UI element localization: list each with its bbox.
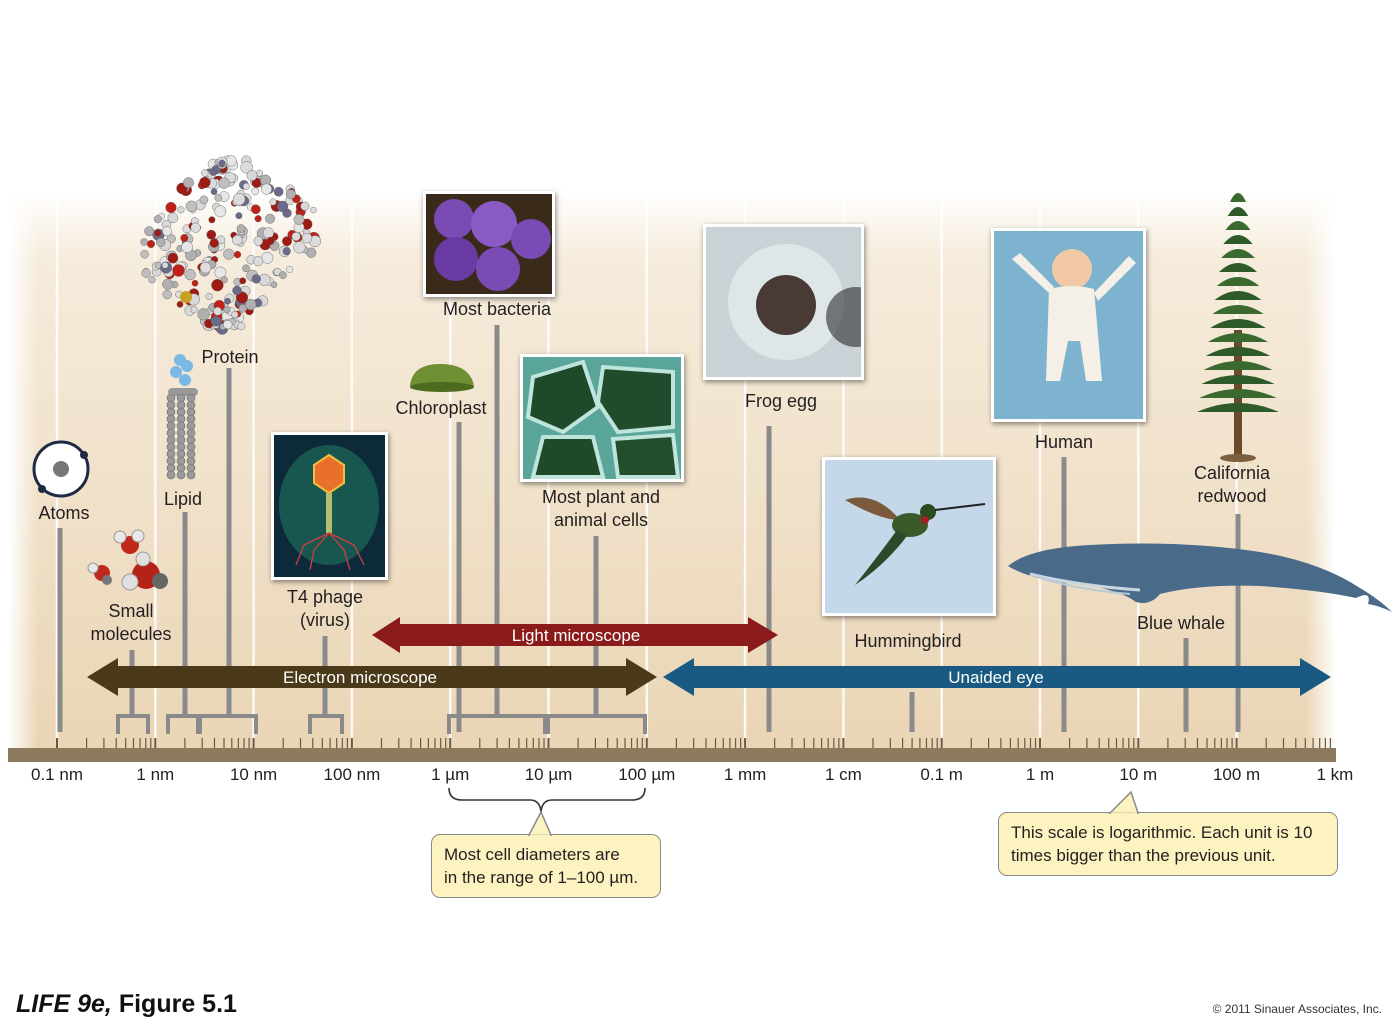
atoms-stem [57, 528, 63, 732]
human-label: Human [1035, 431, 1093, 454]
cell-range-callout: Most cell diameters are in the range of … [431, 834, 661, 898]
tick-label: 100 nm [323, 765, 381, 784]
size-bracket [308, 714, 344, 734]
redwood-label-line: redwood [1197, 486, 1267, 506]
plant-animal-cells-label: Most plant and animal cells [542, 486, 660, 532]
bacteria-photo [423, 191, 555, 297]
human-baby-photo [991, 228, 1146, 422]
frog-egg-photo [703, 224, 864, 380]
tick-label: 1 µm [431, 765, 470, 784]
hummingbird-stem [909, 692, 915, 732]
blue-whale-icon [1008, 543, 1392, 612]
light-microscope-arrow: Light microscope [372, 617, 778, 653]
t4-phage-label-line: (virus) [300, 610, 350, 630]
plant-animal-cells-label-line: animal cells [553, 510, 649, 530]
figure-number: Figure 5.1 [118, 990, 237, 1018]
light-arrow-shape [372, 617, 778, 653]
cell-range-line-1: Most cell diameters are [444, 845, 620, 864]
size-bracket [198, 714, 258, 734]
tick-label: 10 µm [524, 765, 573, 784]
frog-egg-label: Frog egg [745, 390, 817, 413]
scale-ruler [8, 748, 1336, 762]
human-stem [1061, 457, 1067, 732]
electron-arrow-shape [87, 658, 657, 696]
tick-label: 1 cm [824, 765, 862, 784]
lipid-label-line: Lipid [163, 489, 203, 509]
redwood-label: California redwood [1194, 462, 1270, 508]
protein-label-line: Protein [201, 347, 259, 367]
figure-credit: LIFE 9e, Figure 5.1 [16, 990, 237, 1019]
tick-label: 100 µm [618, 765, 676, 784]
electron-arrow-label: Electron microscope [283, 668, 437, 687]
tick-label: 0.1 nm [31, 765, 83, 784]
ruler-minor-ticks [56, 738, 1332, 748]
chloroplast-label: Chloroplast [395, 397, 486, 420]
tick-label: 0.1 m [920, 765, 963, 784]
log-note-line-1: This scale is logarithmic. Each unit is … [1011, 823, 1313, 842]
chloroplast-stem [456, 422, 462, 732]
redwood-label-line: California [1193, 463, 1271, 483]
small-molecules-label: Small molecules [90, 600, 171, 646]
size-bracket [546, 714, 647, 734]
frog-egg-label-line: Frog egg [744, 391, 818, 411]
size-brackets [116, 714, 647, 734]
tick-label: 1 m [1025, 765, 1055, 784]
small-molecules-icon [87, 529, 168, 591]
eye-arrow-label: Unaided eye [948, 668, 1043, 687]
hummingbird-photo [822, 457, 996, 616]
lipid-icon [166, 354, 198, 480]
tick-label: 100 m [1212, 765, 1261, 784]
protein-stem [226, 368, 232, 716]
human-label-line: Human [1034, 432, 1094, 452]
t4-phage-label-line: T4 phage [286, 587, 364, 607]
copyright-notice: © 2011 Sinauer Associates, Inc. [1212, 1002, 1382, 1016]
atoms-label: Atoms [38, 502, 89, 525]
blue-whale-label-line: Blue whale [1136, 613, 1226, 633]
chloroplast-icon [410, 364, 474, 392]
lipid-stem [182, 512, 188, 716]
size-bracket [116, 714, 150, 734]
unaided-eye-arrow: Unaided eye [663, 658, 1331, 696]
blue-whale-label: Blue whale [1137, 612, 1225, 635]
t4-phage-label: T4 phage (virus) [287, 586, 363, 632]
most-bacteria-stem [494, 325, 500, 716]
atom-icon [32, 440, 90, 498]
protein-icon [140, 155, 321, 335]
tick-label: 10 nm [229, 765, 278, 784]
most-bacteria-label-line: Most bacteria [442, 299, 552, 319]
log-note-line-2: times bigger than the previous unit. [1011, 846, 1276, 865]
lipid-label: Lipid [164, 488, 202, 511]
book-title: LIFE 9e, [16, 990, 112, 1018]
frog-egg-stem [766, 426, 772, 732]
hummingbird-label-line: Hummingbird [854, 631, 962, 651]
redwood-stem [1235, 514, 1241, 732]
protein-label: Protein [201, 346, 258, 369]
tick-label: 1 mm [723, 765, 767, 784]
chloroplast-label-line: Chloroplast [395, 398, 487, 418]
plant-animal-cells-label-line: Most plant and [541, 487, 661, 507]
tick-label: 1 nm [136, 765, 175, 784]
size-bracket [447, 714, 547, 734]
redwood-tree-icon [1197, 193, 1279, 462]
log-scale-callout: This scale is logarithmic. Each unit is … [998, 812, 1338, 876]
cell-range-line-2: in the range of 1–100 µm. [444, 868, 639, 887]
t4-phage-photo [271, 432, 388, 580]
electron-microscope-arrow: Electron microscope [87, 658, 657, 696]
tick-label: 10 m [1119, 765, 1158, 784]
small-molecules-label-line: molecules [90, 624, 172, 644]
plant-cells-photo [520, 354, 684, 482]
eye-arrow-shape [663, 658, 1331, 696]
tick-label: 1 km [1316, 765, 1354, 784]
most-bacteria-label: Most bacteria [443, 298, 551, 321]
hummingbird-label: Hummingbird [854, 630, 961, 653]
atoms-label-line: Atoms [38, 503, 90, 523]
small-molecules-label-line: Small [108, 601, 154, 621]
light-arrow-label: Light microscope [512, 626, 641, 645]
